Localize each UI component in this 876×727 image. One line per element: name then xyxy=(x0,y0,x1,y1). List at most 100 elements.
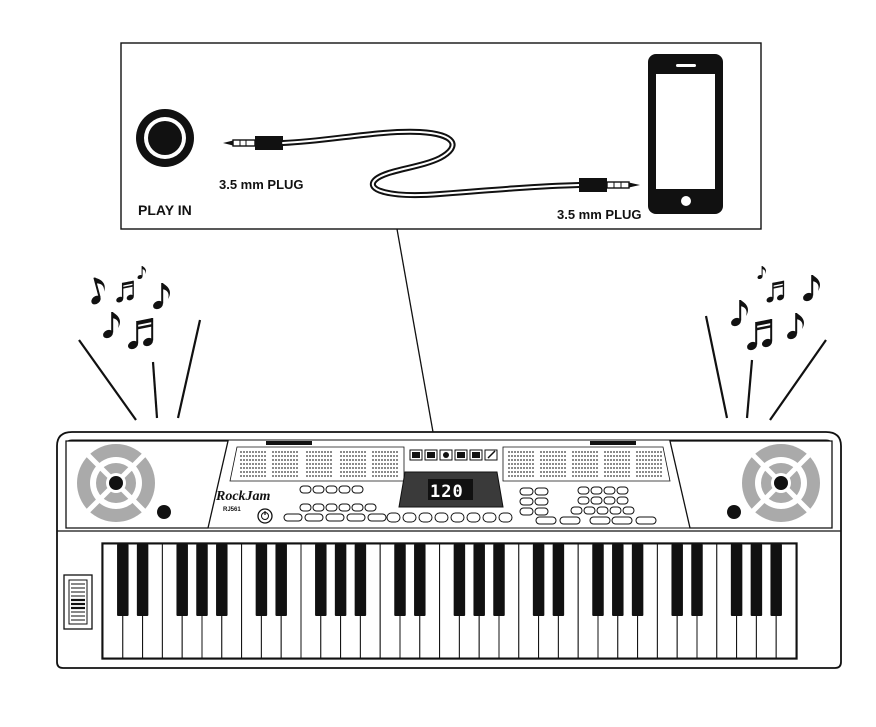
number-button[interactable] xyxy=(570,506,583,515)
number-button[interactable] xyxy=(616,496,629,505)
function-button[interactable] xyxy=(589,516,611,525)
voice-button[interactable] xyxy=(434,512,449,523)
music-note-icon xyxy=(800,274,822,304)
voice-button[interactable] xyxy=(402,512,417,523)
connection-inset: PLAY IN 3.5 mm PLUG 3.5 mm PLUG xyxy=(120,42,762,433)
panel-button[interactable] xyxy=(351,485,364,494)
number-button[interactable] xyxy=(590,496,603,505)
display-value: 120 xyxy=(430,482,464,502)
panel-button[interactable] xyxy=(325,513,345,522)
pitch-wheel-icon[interactable] xyxy=(63,574,93,630)
voice-button[interactable] xyxy=(450,512,465,523)
left-plug-icon xyxy=(223,136,283,150)
music-note-icon xyxy=(150,282,172,312)
music-note-icon xyxy=(784,312,806,342)
black-key[interactable] xyxy=(394,544,406,616)
panel-button[interactable] xyxy=(338,503,351,512)
voice-list-text-left xyxy=(240,451,398,477)
callout-line xyxy=(396,228,434,433)
panel-button[interactable] xyxy=(325,503,338,512)
black-key[interactable] xyxy=(730,544,743,616)
speaker-icon xyxy=(77,444,155,522)
panel-button[interactable] xyxy=(364,503,377,512)
black-key[interactable] xyxy=(770,544,782,616)
number-button[interactable] xyxy=(603,486,616,495)
black-key[interactable] xyxy=(255,544,268,616)
led-display: 120 xyxy=(398,471,504,508)
black-key[interactable] xyxy=(453,544,466,616)
black-key[interactable] xyxy=(117,544,129,616)
music-note-icon xyxy=(756,265,767,281)
panel-button[interactable] xyxy=(312,503,325,512)
number-button[interactable] xyxy=(583,506,596,515)
panel-button[interactable] xyxy=(304,513,324,522)
function-button[interactable] xyxy=(635,516,657,525)
voice-button[interactable] xyxy=(466,512,481,523)
number-button[interactable] xyxy=(590,486,603,495)
black-key[interactable] xyxy=(493,544,505,616)
music-note-icon xyxy=(728,299,750,329)
panel-button[interactable] xyxy=(534,487,549,496)
voice-button[interactable] xyxy=(482,512,497,523)
panel-button[interactable] xyxy=(325,485,338,494)
left-speaker-knob[interactable] xyxy=(157,505,171,519)
panel-slot-right xyxy=(590,441,636,445)
panel-button[interactable] xyxy=(519,507,534,516)
voice-button[interactable] xyxy=(386,512,401,523)
black-key[interactable] xyxy=(552,544,565,616)
black-key[interactable] xyxy=(532,544,545,616)
panel-button[interactable] xyxy=(346,513,366,522)
black-key[interactable] xyxy=(354,544,367,616)
function-button[interactable] xyxy=(611,516,633,525)
number-button[interactable] xyxy=(577,496,590,505)
black-key[interactable] xyxy=(691,544,703,616)
jack-label: PLAY IN xyxy=(138,202,192,218)
power-icon[interactable] xyxy=(257,508,273,524)
number-button[interactable] xyxy=(616,486,629,495)
black-key[interactable] xyxy=(750,544,763,616)
number-button[interactable] xyxy=(609,506,622,515)
panel-button[interactable] xyxy=(299,503,312,512)
panel-button[interactable] xyxy=(338,485,351,494)
panel-button[interactable] xyxy=(534,497,549,506)
function-button[interactable] xyxy=(535,516,557,525)
function-button[interactable] xyxy=(559,516,581,525)
panel-button[interactable] xyxy=(367,513,387,522)
voice-button[interactable] xyxy=(498,512,513,523)
number-button[interactable] xyxy=(577,486,590,495)
panel-button[interactable] xyxy=(283,513,303,522)
panel-button[interactable] xyxy=(519,487,534,496)
number-button[interactable] xyxy=(622,506,635,515)
function-icons xyxy=(409,449,498,461)
brand-logo: RockJam xyxy=(215,489,271,504)
plug-left-label: 3.5 mm PLUG xyxy=(219,177,304,192)
black-key[interactable] xyxy=(473,544,485,616)
black-key[interactable] xyxy=(612,544,624,616)
black-key[interactable] xyxy=(136,544,149,616)
right-speaker-knob[interactable] xyxy=(727,505,741,519)
number-button[interactable] xyxy=(603,496,616,505)
speaker-icon xyxy=(742,444,820,522)
black-key[interactable] xyxy=(315,544,327,616)
panel-button[interactable] xyxy=(351,503,364,512)
black-key[interactable] xyxy=(196,544,208,616)
black-key[interactable] xyxy=(334,544,347,616)
black-key[interactable] xyxy=(671,544,683,616)
black-key[interactable] xyxy=(216,544,228,616)
black-key[interactable] xyxy=(414,544,426,616)
panel-button[interactable] xyxy=(312,485,325,494)
voice-button[interactable] xyxy=(418,512,433,523)
black-key[interactable] xyxy=(275,544,287,616)
music-note-icon xyxy=(83,274,111,309)
panel-button[interactable] xyxy=(299,485,312,494)
number-button[interactable] xyxy=(596,506,609,515)
panel-button[interactable] xyxy=(534,507,549,516)
music-note-icon xyxy=(125,317,156,352)
black-key[interactable] xyxy=(176,544,188,616)
music-notes-right xyxy=(728,265,822,353)
panel-button[interactable] xyxy=(519,497,534,506)
black-key[interactable] xyxy=(592,544,604,616)
black-key[interactable] xyxy=(631,544,644,616)
